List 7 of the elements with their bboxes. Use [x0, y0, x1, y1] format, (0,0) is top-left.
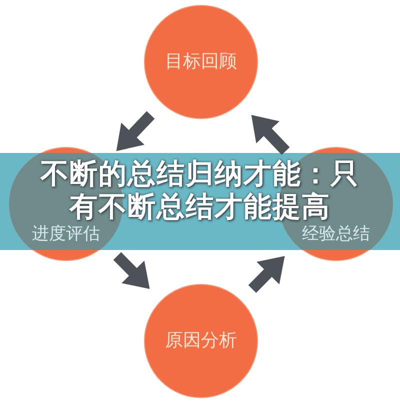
title: 不断的总结归纳才能：只有不断总结才能提高	[39, 157, 360, 223]
node-label: 原因分析	[165, 330, 237, 352]
circle-node	[144, 284, 258, 398]
node-label: 进度评估	[32, 224, 100, 244]
circle-node	[144, 5, 258, 119]
node-label: 目标回顾	[165, 51, 237, 73]
node-label: 经验总结	[302, 224, 370, 244]
